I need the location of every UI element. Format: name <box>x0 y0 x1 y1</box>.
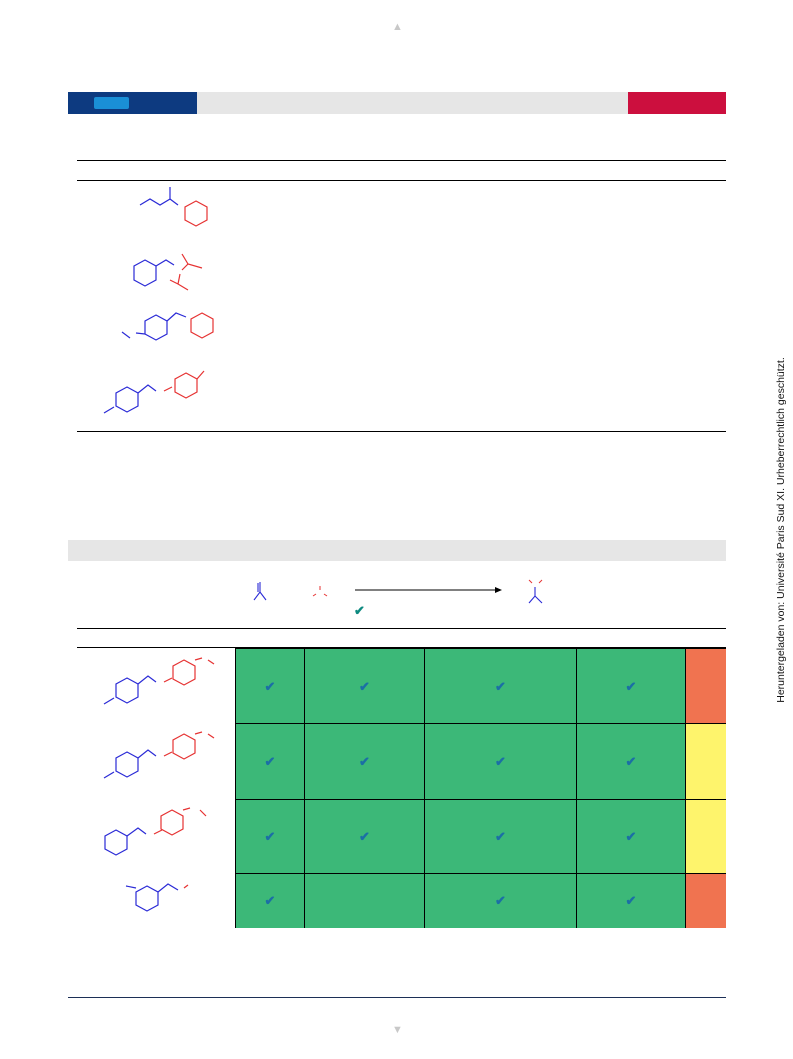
table2-structure-1 <box>103 657 215 705</box>
header-brand-block <box>68 92 197 114</box>
check-icon: ✔ <box>264 893 276 908</box>
grid-cell-r2-c5 <box>686 724 726 800</box>
download-watermark-text: Heruntergeladen von: Université Paris Su… <box>775 357 787 703</box>
check-icon: ✔ <box>359 829 370 844</box>
grid-cell-r2-c2: ✔ <box>305 724 425 800</box>
check-icon: ✔ <box>264 829 276 844</box>
table1-structure-4 <box>103 370 205 414</box>
table1-structure-2 <box>133 253 203 291</box>
next-page-arrow-icon[interactable]: ▼ <box>392 1024 403 1036</box>
check-icon: ✔ <box>264 678 276 694</box>
grid-cell-r3-c2: ✔ <box>305 800 425 874</box>
grid-cell-r3-c1: ✔ <box>236 800 305 874</box>
check-icon: ✔ <box>625 829 637 844</box>
grid-cell-r4-c5 <box>686 874 726 928</box>
check-icon: ✔ <box>625 893 637 908</box>
grid-cell-r1-c3: ✔ <box>425 649 577 724</box>
grid-cell-r4-c3: ✔ <box>425 874 577 928</box>
grid-cell-r3-c5 <box>686 800 726 874</box>
grid-cell-r1-c2: ✔ <box>305 649 425 724</box>
check-icon: ✔ <box>625 678 637 694</box>
grid-cell-r1-c1: ✔ <box>236 649 305 724</box>
grid-cell-r4-c1: ✔ <box>236 874 305 928</box>
table1-structure-3 <box>121 312 214 341</box>
check-icon: ✔ <box>495 754 506 769</box>
check-icon: ✔ <box>495 893 506 908</box>
grid-cell-r1-c4: ✔ <box>577 649 686 724</box>
grid-cell-r4-c4: ✔ <box>577 874 686 928</box>
grid-cell-r2-c1: ✔ <box>236 724 305 800</box>
grid-cell-r1-c5 <box>686 649 726 724</box>
footer-rule <box>68 997 726 998</box>
grid-cell-r2-c4: ✔ <box>577 724 686 800</box>
table2-top-rule <box>77 628 726 629</box>
table1-bottom-rule <box>77 431 726 432</box>
journal-header-band <box>68 92 726 114</box>
results-grid: ✔ ✔ ✔ ✔ ✔ ✔ ✔ ✔ ✔ ✔ ✔ ✔ ✔ ✔ ✔ <box>235 648 726 928</box>
check-icon: ✔ <box>495 829 506 844</box>
check-icon: ✔ <box>264 754 276 769</box>
table2-header-rule <box>77 647 726 648</box>
scheme-section-band <box>68 540 726 561</box>
grid-cell-r3-c4: ✔ <box>577 800 686 874</box>
table2-structure-3 <box>104 807 207 856</box>
check-icon: ✔ <box>359 678 370 694</box>
check-icon: ✔ <box>495 678 506 694</box>
previous-page-arrow-icon[interactable]: ▲ <box>392 21 403 33</box>
table2-structure-2 <box>103 731 215 779</box>
grid-cell-r4-c2 <box>305 874 425 928</box>
check-icon: ✔ <box>625 754 637 769</box>
reaction-arrow <box>355 587 502 593</box>
table1-top-rule <box>77 160 726 161</box>
table1-structure-1 <box>139 187 208 227</box>
table2-structure-4 <box>125 883 189 912</box>
check-icon: ✔ <box>359 754 370 769</box>
reaction-scheme <box>253 579 543 604</box>
reactant-2-structure <box>312 586 328 597</box>
header-brand-pill <box>94 97 129 109</box>
scheme-check-icon: ✔ <box>354 603 365 618</box>
grid-cell-r2-c3: ✔ <box>425 724 577 800</box>
product-structure <box>528 579 543 604</box>
reactant-1-structure <box>253 582 267 601</box>
header-red-block <box>628 92 726 114</box>
grid-cell-r3-c3: ✔ <box>425 800 577 874</box>
table1-header-rule <box>77 180 726 181</box>
